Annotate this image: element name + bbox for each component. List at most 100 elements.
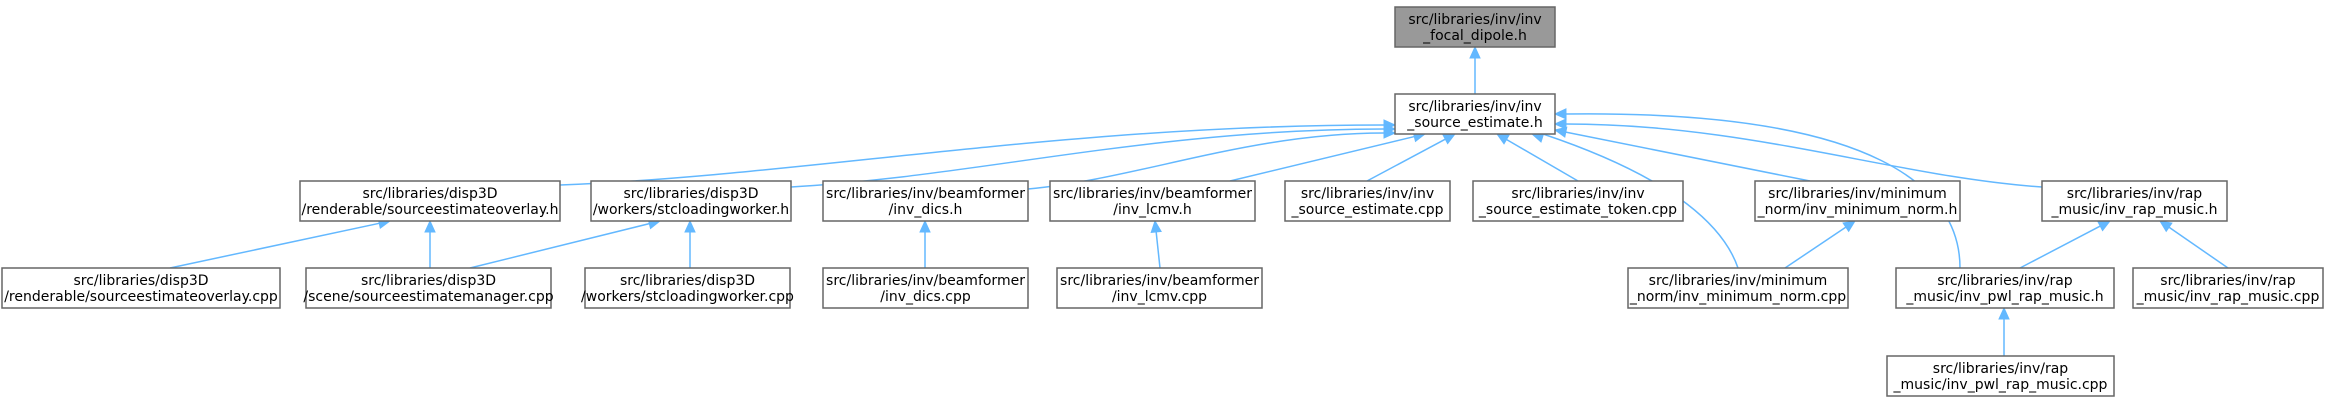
- node-box: [2132, 267, 2324, 309]
- arrow-head-icon: [1553, 126, 1568, 138]
- node-label-line: src/libraries/inv/minimum: [1768, 186, 1947, 202]
- graph-node[interactable]: src/libraries/disp3D/workers/stcloadingw…: [581, 267, 794, 309]
- edge-line: [559, 124, 1385, 186]
- arrow-head-icon: [1150, 219, 1162, 234]
- node-label-line: _music/inv_rap_music.h: [2050, 202, 2217, 218]
- graph-node[interactable]: src/libraries/inv/minimum_norm/inv_minim…: [1627, 267, 1849, 309]
- edge-n2-n10: [169, 217, 392, 269]
- node-label-line: /scene/sourceestimatemanager.cpp: [303, 289, 553, 305]
- edge-n16-n18: [1998, 306, 2010, 356]
- node-label-line: src/libraries/inv/rap: [1937, 273, 2073, 289]
- node-label-line: src/libraries/disp3D: [73, 273, 208, 289]
- node-label-line: src/libraries/disp3D: [362, 186, 497, 202]
- node-label-line: /inv_lcmv.cpp: [1112, 289, 1207, 305]
- edge-n5-n14: [1150, 219, 1162, 269]
- node-label-line: src/libraries/disp3D: [623, 186, 758, 202]
- node-box: [822, 180, 1029, 222]
- edge-line: [469, 222, 650, 269]
- node-label-line: /inv_lcmv.h: [1113, 202, 1192, 218]
- edge-n1-n5: [1229, 131, 1427, 182]
- node-label-line: src/libraries/inv/rap: [2067, 186, 2203, 202]
- nodes-layer: src/libraries/inv/inv_focal_dipole.hsrc/…: [1, 6, 2324, 397]
- node-label-line: src/libraries/inv/beamformer: [1060, 273, 1259, 289]
- arrow-head-icon: [1495, 133, 1510, 145]
- edge-n9-n17: [2159, 220, 2229, 269]
- arrow-head-icon: [1383, 127, 1397, 139]
- node-label-line: src/libraries/inv/beamformer: [826, 186, 1025, 202]
- node-box: [1895, 267, 2115, 309]
- edge-n2-n11: [424, 219, 436, 268]
- node-box: [299, 180, 561, 222]
- arrow-head-icon: [1553, 108, 1567, 120]
- edge-line: [1366, 138, 1446, 182]
- node-box: [1627, 267, 1849, 309]
- graph-node[interactable]: src/libraries/disp3D/scene/sourceestimat…: [303, 267, 554, 309]
- node-box: [590, 180, 792, 222]
- node-label-line: /workers/stcloadingworker.h: [593, 202, 789, 218]
- edge-line: [1229, 135, 1415, 182]
- node-label-line: src/libraries/inv/inv: [1408, 12, 1541, 28]
- arrow-head-icon: [2159, 220, 2173, 233]
- node-box: [1284, 180, 1451, 222]
- arrow-head-icon: [1442, 133, 1457, 145]
- graph-node[interactable]: src/libraries/inv/rap_music/inv_pwl_rap_…: [1895, 267, 2115, 309]
- graph-node[interactable]: src/libraries/inv/beamformer/inv_dics.h: [822, 180, 1029, 222]
- node-label-line: _norm/inv_minimum_norm.h: [1757, 202, 1958, 218]
- edge-line: [1155, 231, 1161, 269]
- edge-n1-n6: [1366, 133, 1457, 182]
- graph-node[interactable]: src/libraries/inv/inv_source_estimate.h: [1394, 93, 1556, 135]
- node-box: [1394, 93, 1556, 135]
- node-label-line: src/libraries/inv/beamformer: [1053, 186, 1252, 202]
- edge-line: [1784, 226, 1847, 269]
- edge-n0-n1: [1469, 45, 1481, 94]
- arrow-head-icon: [684, 219, 696, 233]
- graph-node[interactable]: src/libraries/disp3D/renderable/sourcees…: [1, 267, 281, 309]
- graph-node[interactable]: src/libraries/inv/rap_music/inv_rap_musi…: [2041, 180, 2228, 222]
- graph-node[interactable]: src/libraries/inv/beamformer/inv_lcmv.h: [1049, 180, 1256, 222]
- graph-node-root: src/libraries/inv/inv_focal_dipole.h: [1394, 6, 1556, 48]
- node-label-line: _source_estimate.cpp: [1290, 202, 1443, 218]
- arrow-head-icon: [1469, 45, 1481, 59]
- node-label-line: src/libraries/inv/inv: [1511, 186, 1644, 202]
- node-label-line: _source_estimate_token.cpp: [1478, 202, 1677, 218]
- node-label-line: _norm/inv_minimum_norm.cpp: [1629, 289, 1846, 305]
- node-label-line: src/libraries/inv/inv: [1408, 99, 1541, 115]
- edge-line: [169, 222, 380, 269]
- graph-node[interactable]: src/libraries/inv/minimum_norm/inv_minim…: [1754, 180, 1961, 222]
- node-label-line: src/libraries/inv/minimum: [1649, 273, 1828, 289]
- graph-node[interactable]: src/libraries/inv/beamformer/inv_lcmv.cp…: [1056, 267, 1263, 309]
- graph-node[interactable]: src/libraries/inv/beamformer/inv_dics.cp…: [822, 267, 1029, 309]
- node-label-line: _music/inv_pwl_rap_music.h: [1905, 289, 2103, 305]
- edge-n3-n12: [684, 219, 696, 268]
- node-box: [1886, 355, 2115, 397]
- graph-node[interactable]: src/libraries/inv/inv_source_estimate_to…: [1472, 180, 1684, 222]
- node-label-line: src/libraries/inv/beamformer: [826, 273, 1025, 289]
- edge-line: [1565, 131, 1811, 182]
- graph-node[interactable]: src/libraries/inv/rap_music/inv_rap_musi…: [2132, 267, 2324, 309]
- edge-line: [1506, 138, 1579, 182]
- graph-node[interactable]: src/libraries/inv/inv_source_estimate.cp…: [1284, 180, 1451, 222]
- node-box: [584, 267, 791, 309]
- edge-line: [1542, 133, 1739, 269]
- arrow-head-icon: [919, 219, 931, 233]
- edge-n8-n15: [1784, 220, 1857, 269]
- graph-node[interactable]: src/libraries/disp3D/workers/stcloadingw…: [590, 180, 792, 222]
- arrow-head-icon: [1842, 220, 1857, 233]
- node-box: [2041, 180, 2228, 222]
- edge-n1-n3: [790, 123, 1397, 188]
- node-label-line: src/libraries/disp3D: [361, 273, 496, 289]
- edge-n1-n9: [1553, 118, 2043, 188]
- node-label-line: _source_estimate.h: [1406, 115, 1542, 131]
- node-box: [1, 267, 281, 309]
- node-label-line: _focal_dipole.h: [1422, 28, 1527, 44]
- graph-node[interactable]: src/libraries/disp3D/renderable/sourcees…: [299, 180, 561, 222]
- node-box: [305, 267, 552, 309]
- node-box: [1394, 6, 1556, 48]
- graph-node[interactable]: src/libraries/inv/rap_music/inv_pwl_rap_…: [1886, 355, 2115, 397]
- edge-n4-n13: [919, 219, 931, 268]
- edge-line: [1565, 123, 2043, 188]
- arrow-head-icon: [424, 219, 436, 233]
- arrow-head-icon: [1553, 118, 1567, 130]
- edge-line: [1565, 113, 1961, 269]
- node-label-line: _music/inv_rap_music.cpp: [2136, 289, 2320, 305]
